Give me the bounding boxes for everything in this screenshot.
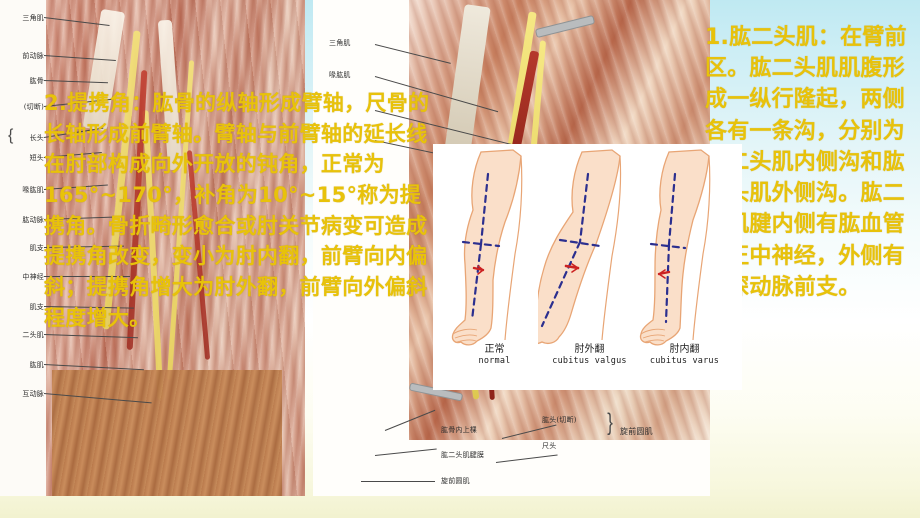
carrying-angle-inset: 正常 normal 肘外翻 cubitus valgus [433, 144, 742, 390]
label-pronator-teres-left: 旋前圆肌 [441, 477, 470, 485]
bracket-icon: { [8, 127, 14, 144]
label-bicipital-aponeurosis: 肱二头肌腱膜 [441, 451, 485, 459]
label-brachialis: 肱肌 [29, 361, 44, 369]
label-ulnar-head: 尺头 [542, 442, 557, 450]
caption-varus-cn: 肘内翻 [669, 344, 700, 355]
label-coracobrachialis: 喙肱肌 [22, 186, 44, 194]
arm-figure-cubitus-varus: 肘内翻 cubitus varus [633, 148, 736, 366]
label-muscular-branch-1: 肌支 [29, 244, 44, 252]
caption-normal-cn: 正常 [484, 344, 505, 355]
arm-diagram-valgus-svg [527, 149, 622, 345]
label-short-head: 短头 [29, 154, 44, 162]
label-humerus: 肱骨 [29, 77, 44, 85]
arm-diagram-varus-svg [639, 149, 711, 346]
leader-line [44, 276, 130, 277]
caption-normal-en: normal [478, 355, 511, 366]
caption-varus: 肘内翻 cubitus varus [633, 344, 736, 366]
label-deltoid-mid: 三角肌 [329, 39, 351, 47]
caption-valgus: 肘外翻 cubitus valgus [538, 344, 641, 366]
arm-figure-normal: 正常 normal [443, 148, 546, 366]
bracket-icon: } [607, 409, 613, 436]
leader-line [361, 481, 435, 482]
left-text-paragraph: 2.提携角：肱骨的纵轴形成臂轴，尺骨的长轴形成前臂轴。臂轴与前臂轴的延长线在肘部… [44, 91, 430, 330]
arm-diagram-normal-svg [451, 149, 523, 346]
caption-valgus-cn: 肘外翻 [574, 344, 605, 355]
label-coracobrachialis-mid: 喙肱肌 [329, 71, 351, 79]
label-long-head: 长头 [29, 134, 44, 142]
left-plate-label-column: { 三角肌 前动脉 肱骨 (切断) 长头 短头 喙肱肌 肱动脉 肌支 中神经 肌… [0, 0, 152, 496]
caption-valgus-en: cubitus valgus [552, 355, 627, 366]
label-collateral-artery: 互动脉 [22, 390, 44, 398]
label-anterior-artery: 前动脉 [22, 52, 44, 60]
label-biceps: 二头肌 [22, 331, 44, 339]
caption-varus-en: cubitus varus [649, 355, 720, 366]
label-pronator-teres-group: 旋前圆肌 [620, 427, 653, 436]
caption-normal: 正常 normal [443, 344, 546, 366]
label-medial-epicondyle: 肱骨内上棵 [441, 426, 477, 434]
leader-line [374, 448, 437, 456]
label-median-nerve: 中神经 [22, 273, 44, 281]
label-muscular-branch-2: 肌支 [29, 303, 44, 311]
label-deltoid: 三角肌 [22, 14, 44, 22]
left-anatomy-plate: { 三角肌 前动脉 肱骨 (切断) 长头 短头 喙肱肌 肱动脉 肌支 中神经 肌… [0, 0, 305, 496]
label-brachial-artery: 肱动脉 [22, 216, 44, 224]
label-humeral-head-cut: 肱头(切断) [542, 416, 577, 424]
arm-figure-cubitus-valgus: 肘外翻 cubitus valgus [527, 148, 641, 366]
humerus-shaft [52, 370, 282, 496]
label-cut: (切断) [23, 103, 44, 111]
